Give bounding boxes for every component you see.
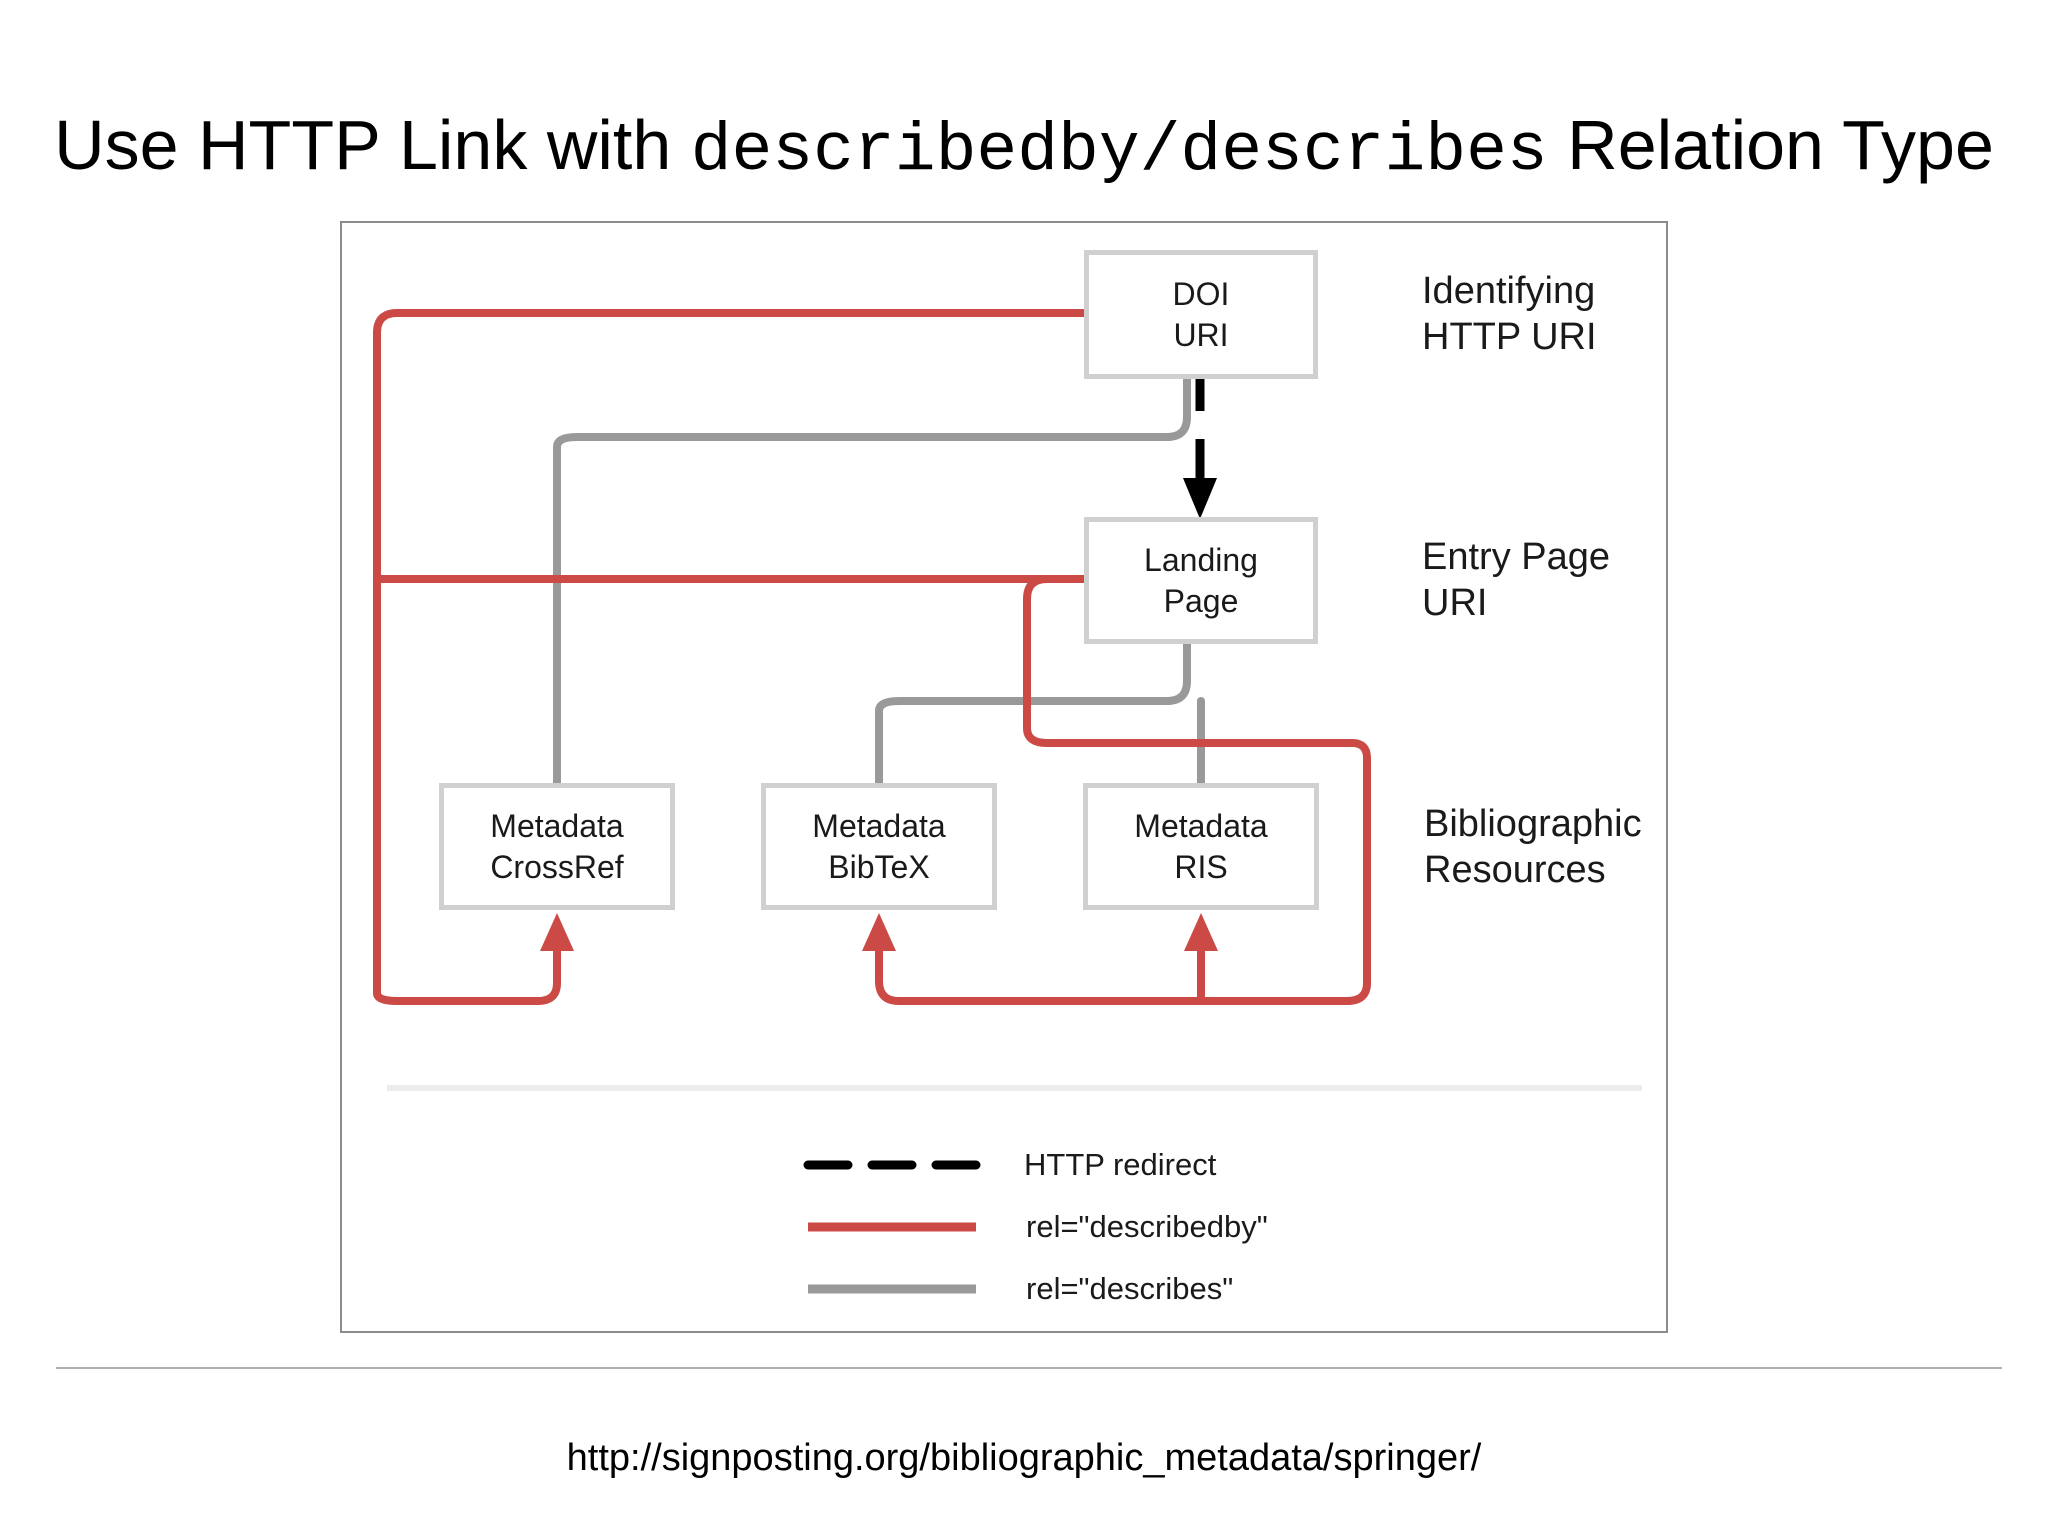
legend-label-describedby: rel="describedby" xyxy=(1026,1209,1268,1244)
ris-box-line1: Metadata xyxy=(1134,807,1268,844)
title-suffix: Relation Type xyxy=(1547,106,1994,184)
ris-box-line2: RIS xyxy=(1174,848,1228,885)
source-url: http://signposting.org/bibliographic_met… xyxy=(566,1437,1482,1479)
describedby-line-doi xyxy=(373,309,1091,1005)
doi-uri-box: DOI URI xyxy=(1084,250,1318,379)
title-prefix: Use HTTP Link with xyxy=(54,106,691,184)
slide-title: Use HTTP Link with describedby/describes… xyxy=(0,100,2048,197)
redirect-arrowhead xyxy=(1183,478,1217,519)
landing-page-box: Landing Page xyxy=(1084,517,1318,644)
bibliographic-resources-label: Bibliographic Resources xyxy=(1424,801,1642,893)
describedby-arrowhead-ris xyxy=(1184,913,1218,951)
bibliographic-label-line2: Resources xyxy=(1424,849,1606,891)
bibtex-box-line1: Metadata xyxy=(812,807,946,844)
legend-label-redirect: HTTP redirect xyxy=(1024,1147,1217,1182)
crossref-box-line1: Metadata xyxy=(490,807,624,844)
identifying-label-line2: HTTP URI xyxy=(1422,316,1597,358)
bibtex-box-line2: BibTeX xyxy=(828,848,930,885)
identifying-uri-label: Identifying HTTP URI xyxy=(1422,268,1597,360)
title-code: describedby/describes xyxy=(690,113,1548,190)
footer-divider xyxy=(56,1367,2002,1369)
entry-label-line2: URI xyxy=(1422,582,1488,624)
landing-box-line1: Landing xyxy=(1144,541,1258,578)
identifying-label-line1: Identifying xyxy=(1422,270,1596,312)
describedby-arrowhead-bibtex xyxy=(862,913,896,951)
metadata-ris-box: Metadata RIS xyxy=(1083,783,1319,910)
diagram-canvas xyxy=(373,296,1642,1294)
metadata-bibtex-box: Metadata BibTeX xyxy=(761,783,997,910)
legend-label-describes: rel="describes" xyxy=(1026,1271,1234,1306)
describedby-line-landing-resources xyxy=(875,575,1371,1005)
metadata-crossref-box: Metadata CrossRef xyxy=(439,783,675,910)
doi-box-line2: URI xyxy=(1173,316,1229,353)
landing-box-line2: Page xyxy=(1163,582,1239,619)
crossref-box-line2: CrossRef xyxy=(490,848,624,885)
doi-box-line1: DOI xyxy=(1172,275,1230,312)
diagram-frame: DOI URI Landing Page Metadata CrossRef M… xyxy=(340,221,1668,1333)
entry-label-line1: Entry Page xyxy=(1422,536,1610,578)
describedby-arrowhead-crossref xyxy=(540,913,574,951)
entry-page-label: Entry Page URI xyxy=(1422,534,1610,626)
bibliographic-label-line1: Bibliographic xyxy=(1424,803,1642,845)
